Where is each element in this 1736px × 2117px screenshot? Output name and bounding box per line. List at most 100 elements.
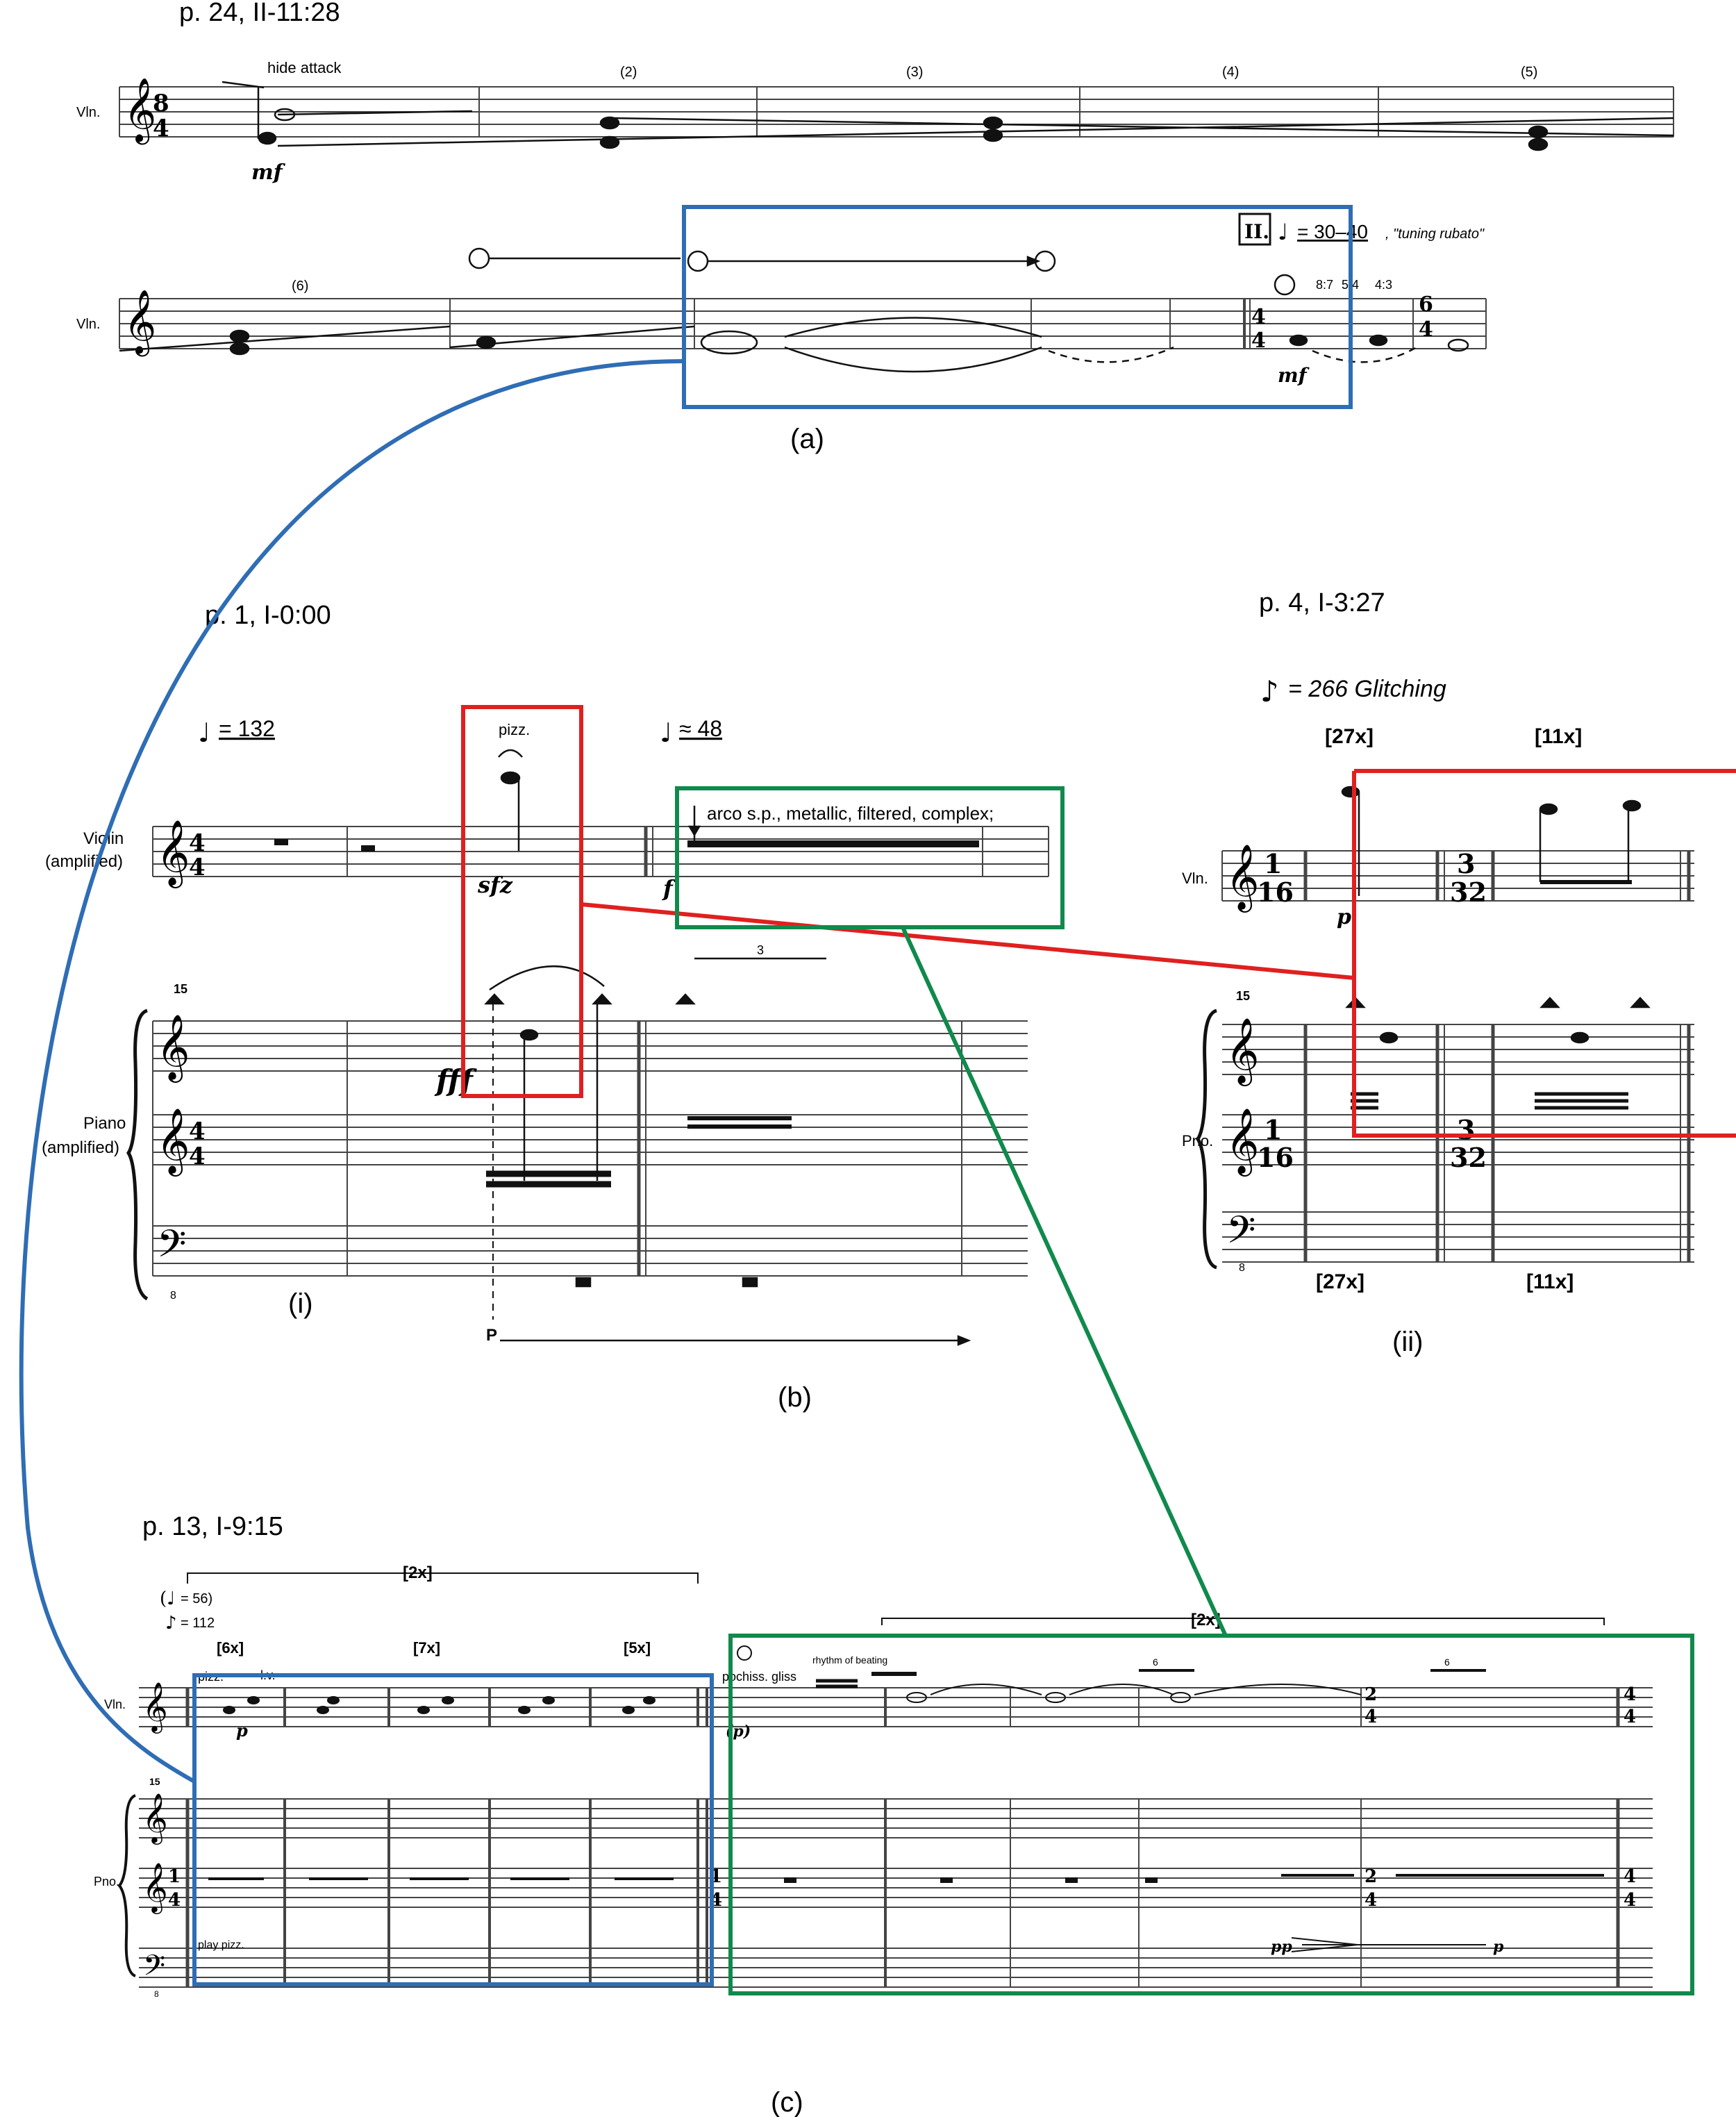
ottava-label: 15: [149, 1776, 160, 1787]
panel-a-staff-1: [119, 86, 1674, 138]
vln-staff-ii: [1221, 850, 1694, 902]
triplet-label: 3: [757, 943, 764, 957]
dynamic-p: p: [1493, 1938, 1504, 1956]
panel-a-tempo: = 30–40: [1297, 221, 1368, 242]
bass-octave-label: 8: [154, 1989, 159, 1999]
red-box-b-i: [461, 705, 583, 1098]
dynamic-f: f: [662, 875, 676, 902]
ts-top: 2: [1364, 1866, 1377, 1887]
outer-repeat-bracket: [187, 1572, 699, 1584]
treble-clef-icon: 𝄞: [142, 1792, 168, 1845]
treble-clef-icon: 𝄞: [142, 1681, 168, 1734]
panel-a-instrument-label: Vln.: [76, 105, 100, 120]
tempo-132: = 132: [219, 716, 275, 741]
measure-number: (2): [620, 65, 637, 80]
pno-notes-c: [208, 1874, 1604, 1952]
bass-clef-icon: 𝄢: [157, 1222, 186, 1275]
ts-bottom: 32: [1450, 877, 1487, 908]
blue-connector: [19, 359, 685, 1784]
red-connector: [581, 902, 1355, 980]
dynamic-sfz: sfz: [477, 872, 513, 898]
ts-top: 4: [189, 1118, 206, 1145]
tuplet-label: 8:7: [1316, 278, 1333, 292]
dynamic-mf-2: mf: [1278, 364, 1310, 387]
ottava-label: 15: [1236, 989, 1250, 1003]
dynamic-fff: fff: [434, 1063, 478, 1097]
caption-a: (a): [790, 424, 824, 454]
ts-top: 4: [1251, 305, 1266, 329]
repeat-count: [11x]: [1526, 1270, 1574, 1293]
brace-icon: [1196, 1008, 1217, 1270]
repeat-count: [6x]: [217, 1639, 244, 1657]
half-rest-icon: [361, 845, 375, 852]
pochiss-label: pochiss. gliss: [722, 1670, 796, 1684]
tuplet-label: 4:3: [1375, 278, 1392, 292]
ts-bottom: 4: [1419, 317, 1433, 342]
ts-bottom: 32: [1450, 1142, 1487, 1173]
violin-pizz-notes: [498, 749, 979, 851]
treble-clef-icon: 𝄞: [156, 1014, 190, 1083]
caption-ii: (ii): [1392, 1327, 1423, 1357]
pno-label: Pno.: [94, 1875, 119, 1888]
eighth-note-icon: ♪: [165, 1613, 177, 1634]
measure-number: (3): [906, 65, 923, 80]
piano-staves: [152, 1020, 1028, 1277]
tempo-56: = 56): [181, 1591, 212, 1607]
panel-b-i-page-ref: p. 1, I-0:00: [205, 601, 331, 630]
panel-c-page-ref: p. 13, I-9:15: [142, 1512, 283, 1541]
blue-box-a: [682, 205, 1353, 409]
ts-bottom: 16: [1257, 877, 1294, 908]
treble-clef-icon: 𝄞: [124, 77, 156, 144]
bass-clef-icon: 𝄢: [1226, 1208, 1255, 1261]
pno-notes-ii: [1345, 997, 1651, 1110]
section-mark: II.: [1244, 220, 1269, 243]
treble-clef-icon: 𝄞: [156, 1108, 190, 1177]
tuplet-label: 6: [1153, 1657, 1158, 1668]
brace-icon: [126, 1008, 149, 1301]
violin-label-2: (amplified): [45, 852, 123, 871]
repeat-count: [5x]: [624, 1639, 651, 1657]
quarter-note-icon: ♩: [198, 717, 210, 748]
ts-top: 1: [1264, 848, 1282, 879]
repeat-count: [11x]: [1535, 725, 1582, 748]
pizz-label: pizz.: [499, 721, 530, 738]
ts-top: 4: [1624, 1684, 1636, 1705]
rhythm-of-beating-label: rhythm of beating: [812, 1654, 887, 1666]
ts-bottom: 16: [1257, 1142, 1294, 1173]
arco-text: arco s.p., metallic, filtered, complex;: [707, 803, 994, 824]
bass-octave-label: 8: [170, 1290, 176, 1302]
panel-a: p. 24, II-11:28 Vln. 𝄞 8 4 hide attack m…: [76, 0, 1674, 454]
panel-c: p. 13, I-9:15 (♩ = 56) ♪ = 112 [2x] [6x]…: [94, 1512, 1653, 2117]
pno-staves-c: [139, 1798, 1653, 1988]
tempo-48: ≈ 48: [679, 716, 722, 741]
panel-b-i: p. 1, I-0:00 ♩ = 132 ♩ ≈ 48 pizz. Violin…: [42, 601, 1049, 1413]
ts-top: 6: [1419, 292, 1433, 317]
ts-top: 3: [1457, 1114, 1475, 1145]
treble-clef-icon: 𝄞: [1226, 844, 1259, 913]
quarter-note-icon: ♩: [1278, 219, 1288, 245]
repeat-count: [27x]: [1325, 725, 1374, 748]
violin-staff: [152, 826, 1049, 877]
panel-a-ts-top: 8: [153, 90, 169, 117]
measure-number: (4): [1222, 65, 1239, 80]
hide-attack-text: hide attack: [267, 59, 342, 76]
dynamic-p: p: [236, 1720, 248, 1741]
ts-bottom: 4: [168, 1890, 181, 1911]
blue-box-c: [192, 1673, 714, 1986]
play-pizz-label: play pizz.: [198, 1939, 244, 1951]
ts-top: 4: [1624, 1866, 1636, 1887]
piano-label-2: (amplified): [42, 1138, 119, 1157]
treble-clef-icon: 𝄞: [1226, 1018, 1259, 1086]
ts-bottom: 4: [189, 854, 206, 881]
piano-notes: [484, 957, 971, 1346]
ottava-label: 15: [174, 982, 187, 996]
measure-number: (6): [292, 279, 308, 294]
panel-a-instrument-label-2: Vln.: [76, 317, 100, 332]
repeat-count: [2x]: [403, 1563, 433, 1582]
ts-bottom: 4: [1364, 1707, 1377, 1727]
ts-bottom: 4: [189, 1143, 206, 1170]
ts-top: 1: [1264, 1114, 1282, 1145]
vln-label: Vln.: [104, 1697, 126, 1711]
treble-clef-icon: 𝄞: [142, 1861, 168, 1914]
repeat-count: [7x]: [413, 1639, 440, 1657]
